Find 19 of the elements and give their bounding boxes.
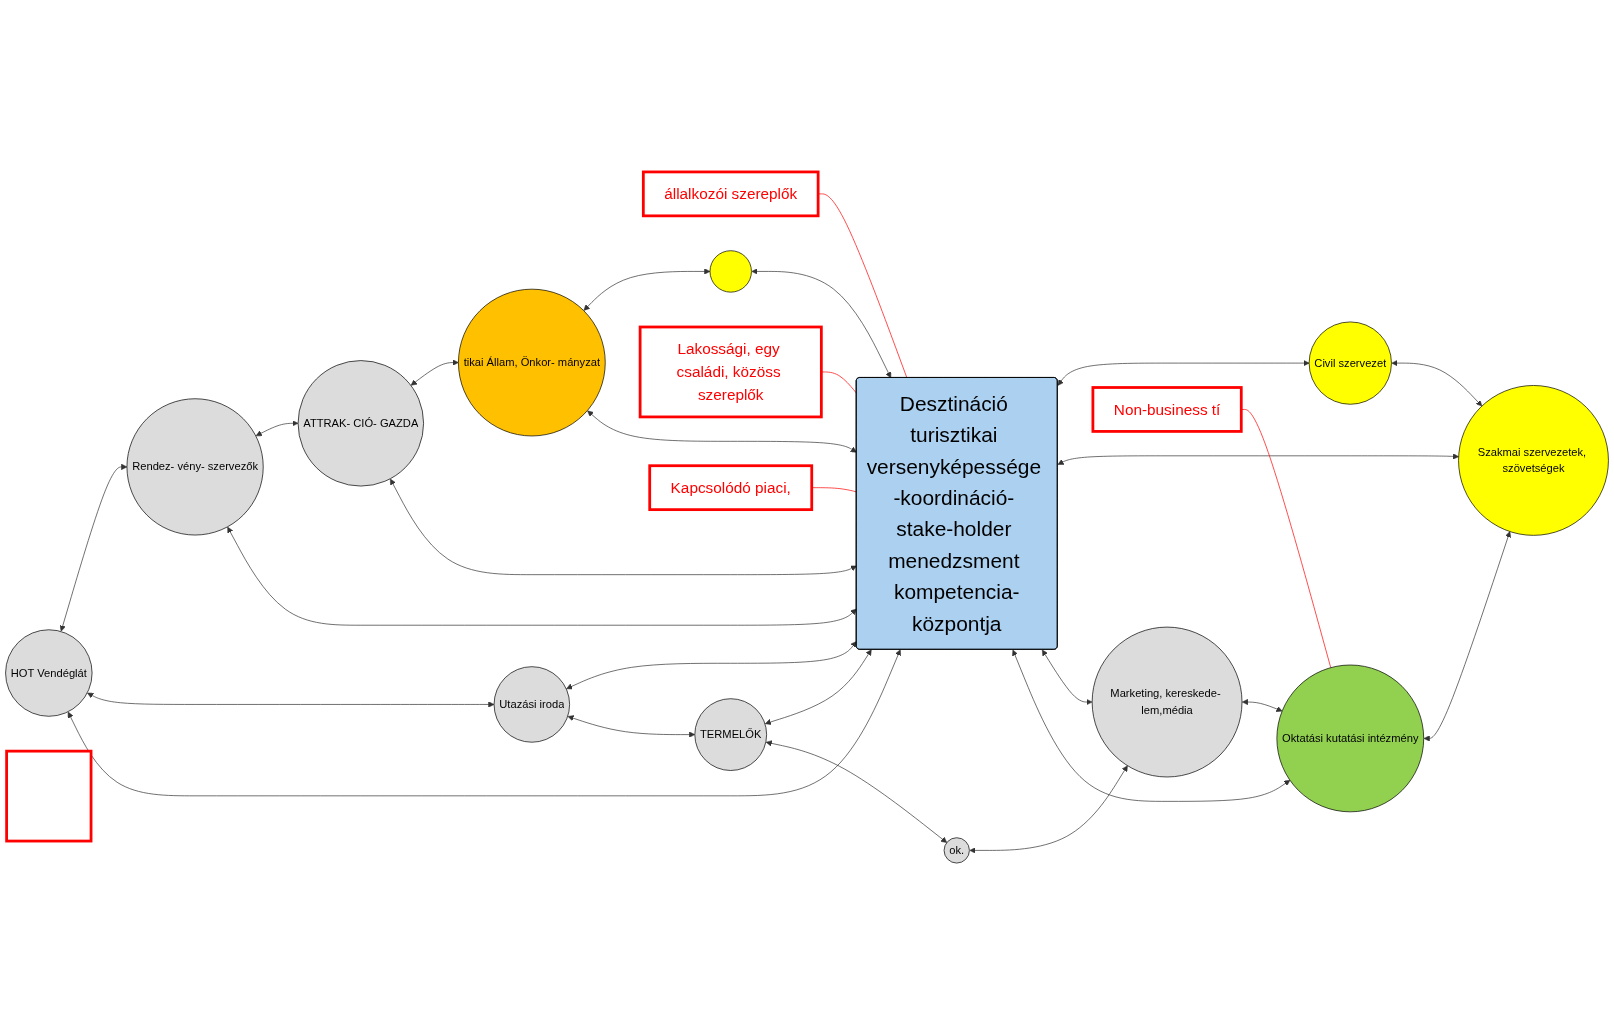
connector bbox=[821, 371, 857, 394]
node-circle: TERMELŐK bbox=[694, 698, 767, 771]
node-circle: Utazási iroda bbox=[493, 666, 570, 743]
node-circle: Rendez- vény- szervezők bbox=[126, 398, 264, 536]
node-box: állalkozói szereplők bbox=[641, 170, 820, 218]
node-box: Kapcsolódó piaci, bbox=[648, 464, 814, 512]
node-circle: HOT Vendéglát bbox=[5, 629, 93, 717]
node-circle: Marketing, kereskede- lem,média bbox=[1091, 626, 1243, 778]
node-circle: Civil szervezet bbox=[1308, 321, 1392, 405]
connector bbox=[811, 487, 857, 493]
node-circle: Oktatási kutatási intézmény bbox=[1276, 664, 1425, 813]
node-circle: ATTRAK- CIÓ- GAZDA bbox=[297, 360, 424, 487]
node-circle: tikai Állam, Önkor- mányzat bbox=[458, 288, 606, 437]
node-circle: ok. bbox=[943, 837, 970, 864]
node-box bbox=[5, 749, 93, 843]
node-box: Lakossági, egy családi, közöss szereplők bbox=[638, 325, 823, 419]
node-box: Non-business tí bbox=[1091, 386, 1243, 433]
node-circle: Szakmai szervezetek, szövetségek bbox=[1458, 385, 1609, 536]
node-circle bbox=[709, 250, 752, 293]
